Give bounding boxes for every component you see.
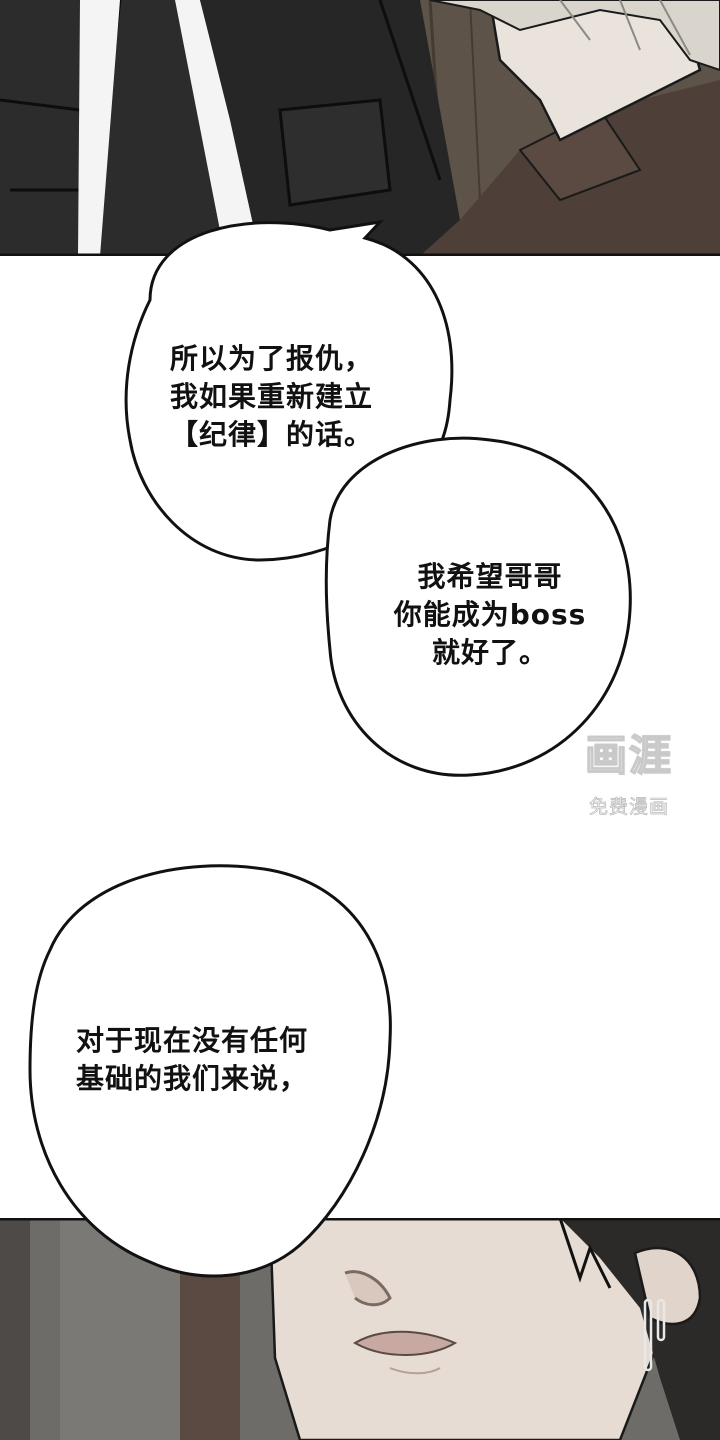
- bottom-comic-panel: [0, 1218, 720, 1440]
- top-panel-illustration: [0, 0, 720, 256]
- speech-text-3: 对于现在没有任何 基础的我们来说，: [76, 1024, 309, 1095]
- dark-coat-left: [0, 0, 240, 256]
- speech-text-1: 所以为了报仇， 我如果重新建立 【纪律】的话。: [170, 342, 374, 451]
- light-hair: [429, 0, 720, 72]
- speech-text-2: 我希望哥哥 你能成为boss 就好了。: [393, 560, 587, 669]
- earring-right: [656, 1298, 666, 1342]
- top-comic-panel: [0, 0, 720, 256]
- watermark-logo: 画涯: [584, 730, 673, 781]
- white-shirt-stripe: [78, 0, 120, 256]
- watermark-subtitle: 免费漫画: [588, 796, 669, 819]
- watermark: 画涯 免费漫画: [566, 728, 692, 828]
- lips: [353, 1330, 458, 1356]
- background-door: [180, 1258, 240, 1440]
- white-shirt-stripe-right: [175, 0, 260, 256]
- bottom-panel-illustration: [0, 1218, 720, 1440]
- earring-left: [643, 1298, 653, 1372]
